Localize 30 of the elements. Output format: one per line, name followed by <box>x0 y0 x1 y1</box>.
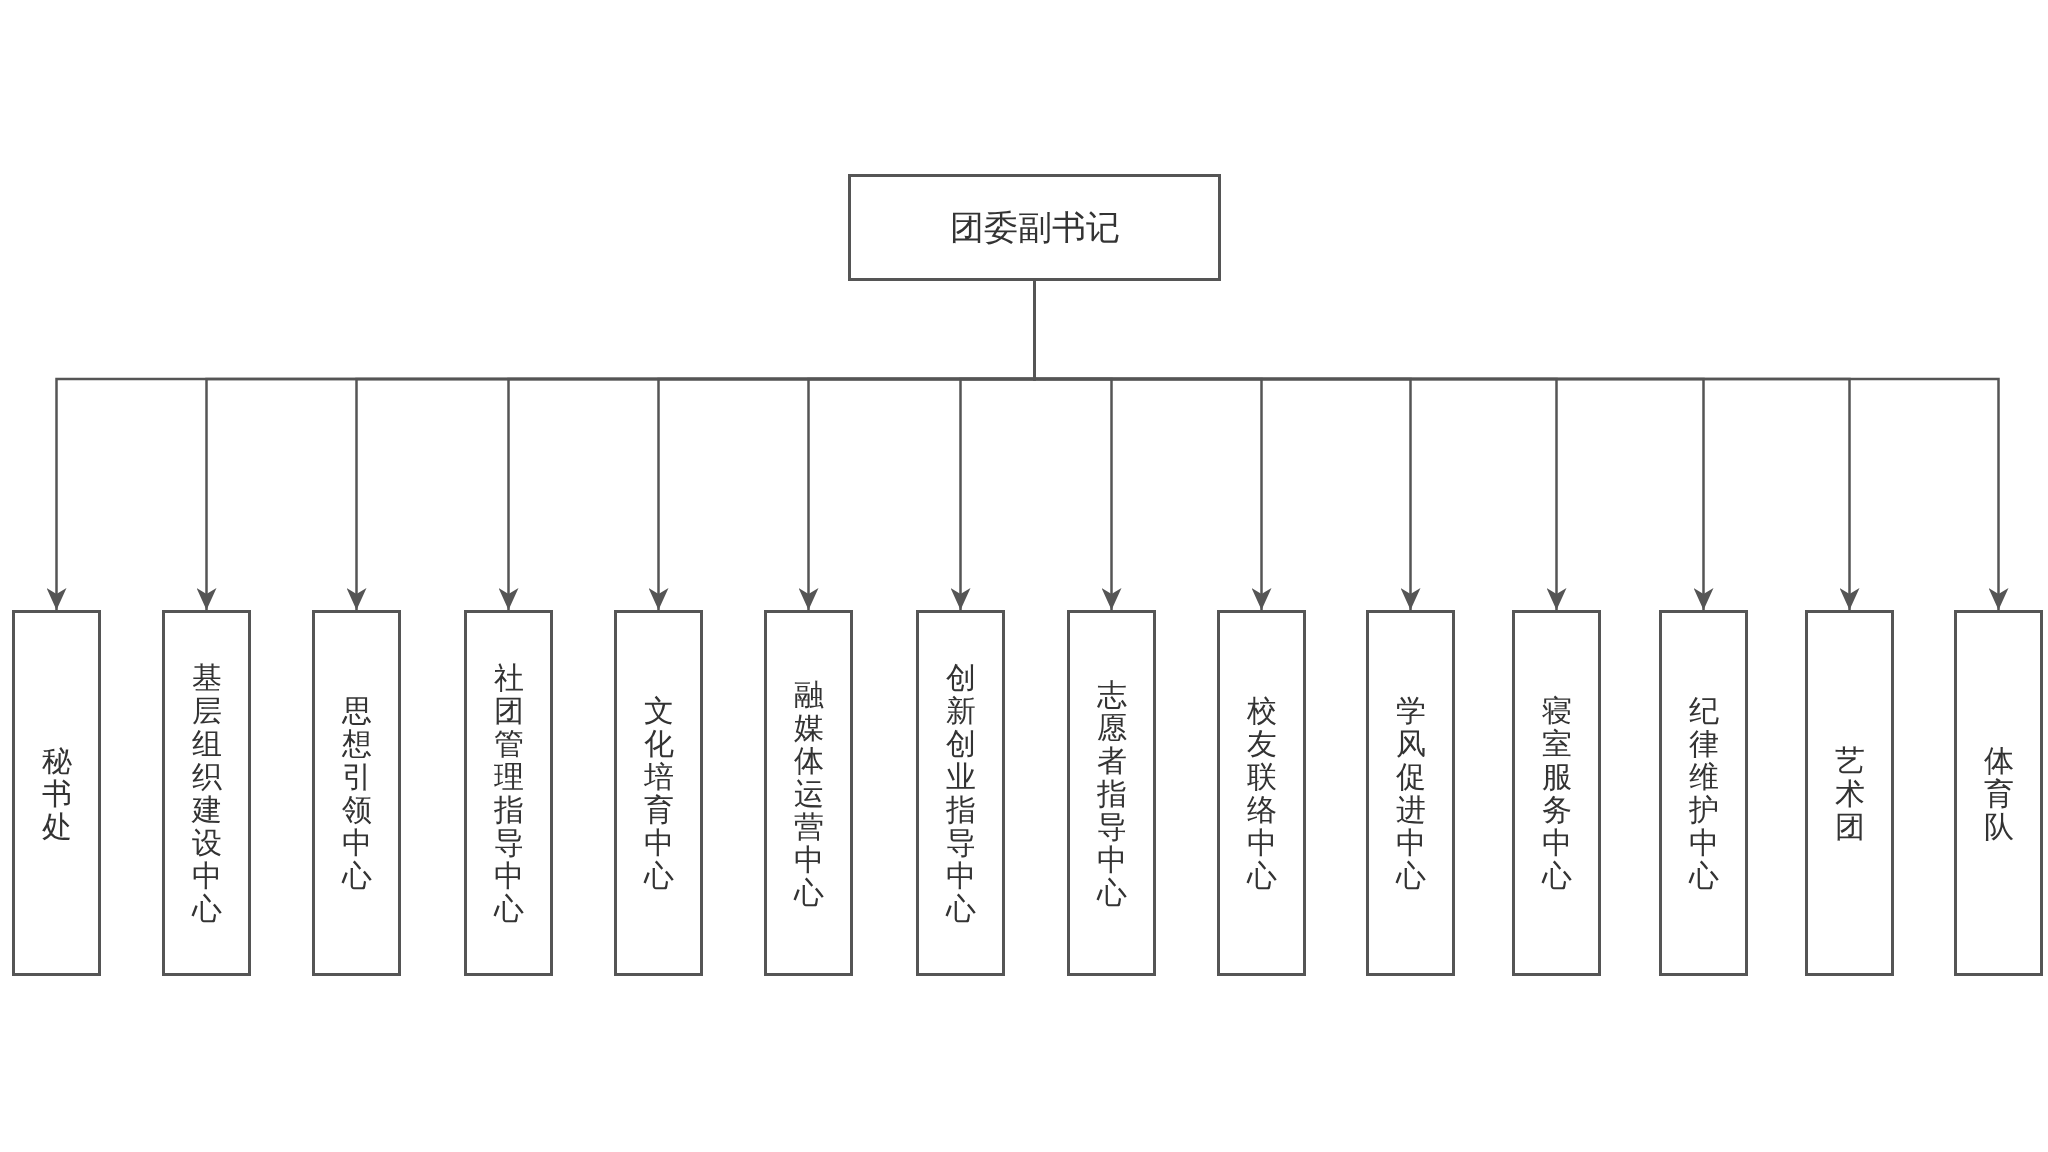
org-box <box>848 174 1221 281</box>
org-box <box>1366 610 1455 976</box>
org-box <box>312 610 401 976</box>
unit-name: 融媒体运营中心 <box>793 677 824 909</box>
unit-name: 社团管理指导中心 <box>493 661 524 925</box>
unit-name: 创新创业指导中心 <box>945 661 976 925</box>
org-box <box>764 610 853 976</box>
org-box <box>1217 610 1306 976</box>
org-box <box>916 610 1005 976</box>
unit-name: 纪律维护中心 <box>1688 694 1719 892</box>
org-box <box>1512 610 1601 976</box>
unit-name: 文化培育中心 <box>643 694 674 892</box>
unit-name: 艺术团 <box>1834 743 1865 843</box>
org-box <box>464 610 553 976</box>
org-box <box>1805 610 1894 976</box>
unit-name: 秘书处 <box>41 743 72 843</box>
unit-name: 团委副书记 <box>949 206 1120 249</box>
unit-name: 基层组织建设中心 <box>191 661 222 925</box>
org-box <box>12 610 101 976</box>
org-box <box>162 610 251 976</box>
unit-name: 校友联络中心 <box>1246 694 1277 892</box>
org-box <box>1067 610 1156 976</box>
unit-name: 寝室服务中心 <box>1541 694 1572 892</box>
org-box <box>614 610 703 976</box>
unit-name: 志愿者指导中心 <box>1096 677 1127 909</box>
unit-name: 体育队 <box>1983 743 2014 843</box>
unit-name: 学风促进中心 <box>1395 694 1426 892</box>
unit-name: 思想引领中心 <box>341 694 372 892</box>
org-box <box>1659 610 1748 976</box>
org-box <box>1954 610 2043 976</box>
